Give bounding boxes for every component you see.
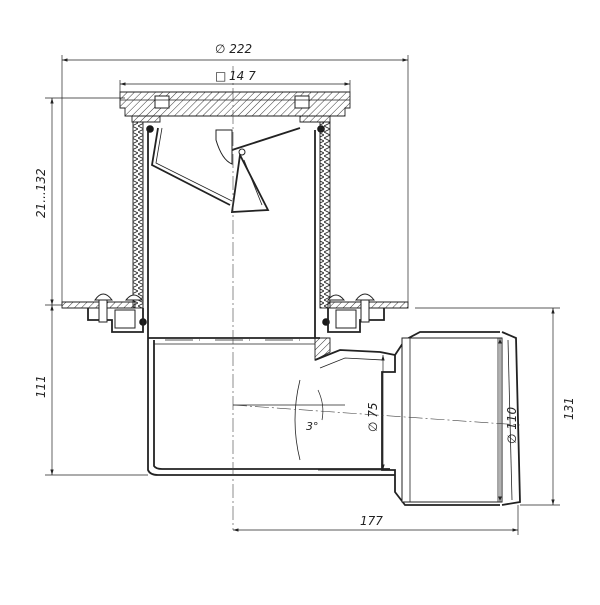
seal-rings <box>139 125 330 326</box>
label-outlet-run: 177 <box>360 514 383 528</box>
center-lines <box>232 66 521 530</box>
outlet-socket <box>381 331 521 506</box>
label-outlet-offset: 131 <box>562 397 576 420</box>
bolts <box>94 293 376 323</box>
adjustable-sleeve <box>132 121 331 338</box>
label-inner-diameter: ∅ 75 <box>366 402 380 432</box>
label-height-adjust: 21...132 <box>34 168 48 218</box>
flange <box>61 301 409 333</box>
label-slope: 3° <box>306 420 319 433</box>
dimension-lines <box>45 55 560 535</box>
odour-trap <box>151 127 301 213</box>
lower-body <box>147 337 396 476</box>
label-grate-size: 14 7 <box>229 69 256 83</box>
label-body-height: 111 <box>34 375 48 398</box>
label-overall-diameter: ∅ 222 <box>215 42 252 56</box>
label-grate-square-symbol: □ <box>215 69 226 83</box>
label-outlet-diameter: ∅ 110 <box>505 406 519 444</box>
grate-frame <box>119 91 351 123</box>
